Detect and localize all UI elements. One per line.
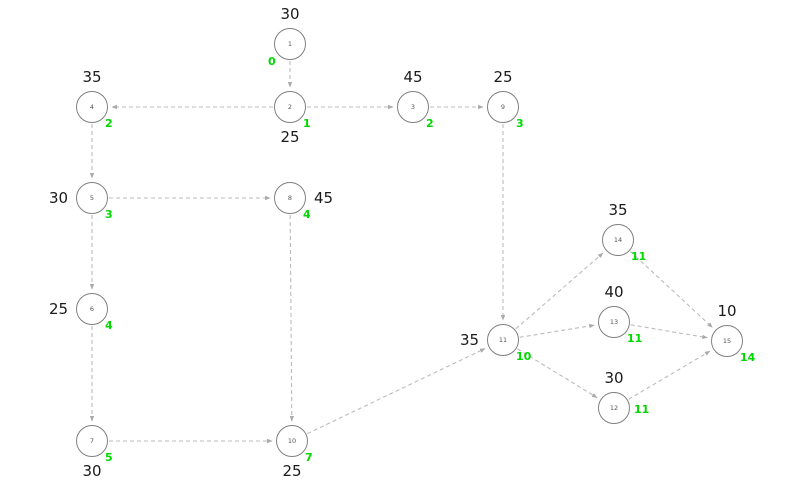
graph-node-10[interactable]: 10 — [276, 425, 308, 457]
graph-edge — [519, 323, 595, 338]
graph-edge — [307, 348, 486, 435]
graph-node-3[interactable]: 3 — [397, 91, 429, 123]
graph-node-1[interactable]: 1 — [274, 28, 306, 60]
graph-node-7[interactable]: 7 — [76, 425, 108, 457]
node-cost-label-1: 30 — [280, 5, 300, 23]
node-cost-label-14: 35 — [608, 201, 628, 219]
node-cost-label-12: 30 — [604, 369, 624, 387]
node-id-label: 7 — [89, 436, 95, 445]
node-parent-label-14: 11 — [631, 250, 647, 263]
node-id-label: 9 — [500, 102, 506, 111]
node-parent-label-4: 2 — [105, 117, 113, 130]
node-parent-label-6: 4 — [105, 319, 113, 332]
node-cost-label-3: 45 — [403, 68, 423, 86]
node-id-label: 15 — [722, 336, 732, 345]
graph-node-9[interactable]: 9 — [487, 91, 519, 123]
graph-node-5[interactable]: 5 — [76, 182, 108, 214]
node-cost-label-10: 25 — [282, 462, 302, 480]
graph-node-14[interactable]: 14 — [602, 224, 634, 256]
node-cost-label-2: 25 — [280, 128, 300, 146]
node-cost-label-13: 40 — [604, 283, 624, 301]
node-id-label: 10 — [287, 436, 297, 445]
node-cost-label-7: 30 — [82, 462, 102, 480]
node-parent-label-13: 11 — [627, 332, 643, 345]
node-id-label: 6 — [89, 304, 95, 313]
node-parent-label-7: 5 — [105, 451, 113, 464]
node-parent-label-10: 7 — [305, 451, 313, 464]
node-cost-label-15: 10 — [717, 302, 737, 320]
node-id-label: 13 — [609, 317, 619, 326]
node-cost-label-6: 25 — [49, 299, 69, 318]
graph-edge — [628, 350, 711, 400]
graph-edge — [630, 251, 713, 328]
node-parent-label-1: 0 — [268, 55, 276, 68]
node-id-label: 2 — [287, 102, 293, 111]
node-id-label: 12 — [609, 403, 619, 412]
node-id-label: 14 — [613, 235, 623, 244]
node-cost-label-5: 30 — [49, 188, 69, 207]
node-id-label: 1 — [287, 39, 293, 48]
node-parent-label-12: 11 — [634, 402, 650, 416]
node-parent-label-2: 1 — [303, 117, 311, 130]
graph-node-4[interactable]: 4 — [76, 91, 108, 123]
node-cost-label-9: 25 — [493, 68, 513, 86]
graph-node-6[interactable]: 6 — [76, 293, 108, 325]
node-cost-label-4: 35 — [82, 68, 102, 86]
node-id-label: 3 — [410, 102, 416, 111]
graph-node-12[interactable]: 12 — [598, 392, 630, 424]
node-id-label: 5 — [89, 193, 95, 202]
node-id-label: 11 — [498, 335, 508, 344]
graph-node-11[interactable]: 11 — [487, 324, 519, 356]
node-parent-label-11: 10 — [516, 350, 532, 363]
node-id-label: 8 — [287, 193, 293, 202]
graph-edge — [515, 252, 604, 330]
edge-group — [89, 61, 713, 444]
graph-node-15[interactable]: 15 — [711, 325, 743, 357]
graph-edge — [517, 348, 598, 399]
node-parent-label-9: 3 — [516, 117, 524, 130]
node-parent-label-15: 14 — [740, 351, 756, 364]
node-parent-label-3: 2 — [426, 117, 434, 130]
node-id-label: 4 — [89, 102, 95, 111]
node-cost-label-8: 45 — [314, 188, 334, 207]
graph-node-8[interactable]: 8 — [274, 182, 306, 214]
graph-node-13[interactable]: 13 — [598, 306, 630, 338]
node-parent-label-5: 3 — [105, 208, 113, 221]
graph-edge — [289, 214, 294, 422]
graph-node-2[interactable]: 2 — [274, 91, 306, 123]
node-cost-label-11: 35 — [460, 330, 480, 349]
node-parent-label-8: 4 — [303, 208, 311, 221]
graph-edge — [630, 324, 708, 340]
